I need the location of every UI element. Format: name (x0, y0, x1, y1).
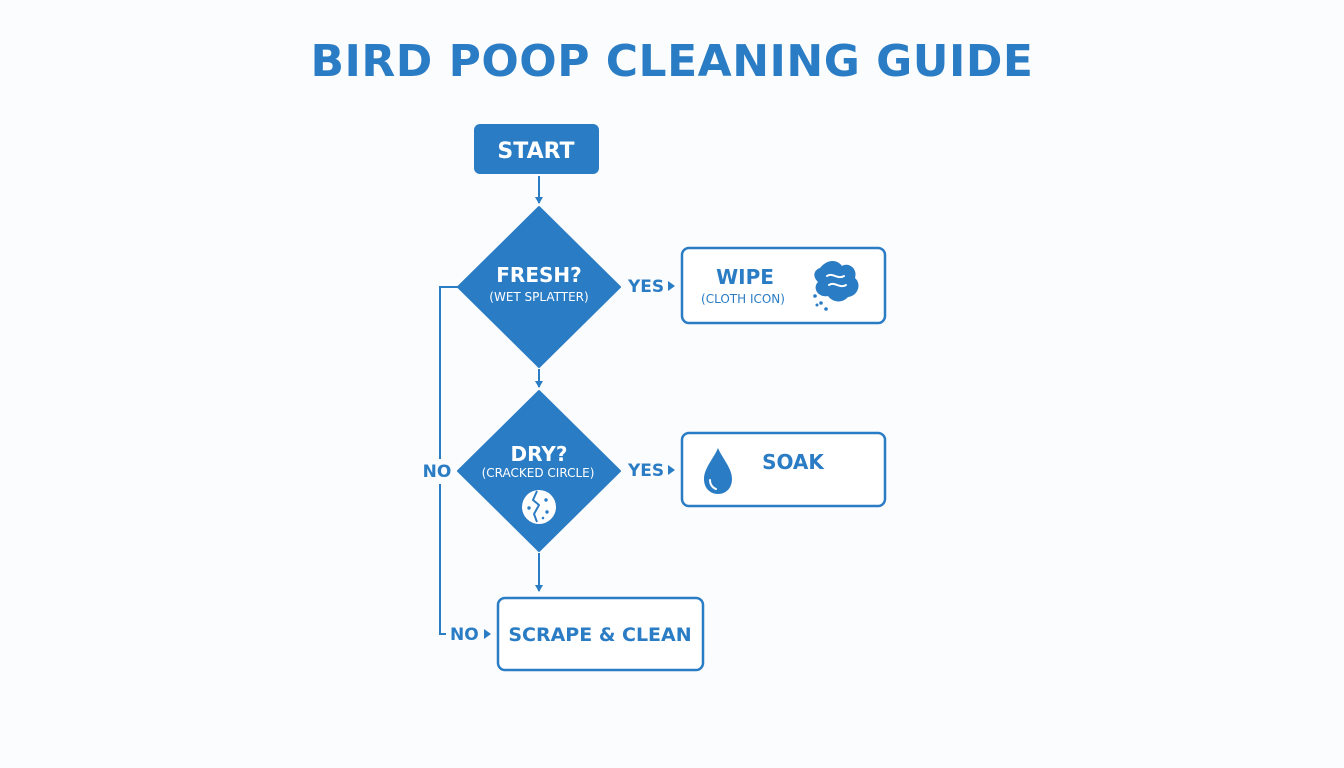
dry-label: DRY? (511, 442, 568, 466)
start-label: START (497, 139, 574, 164)
no-label-bottom: NO (450, 625, 479, 645)
scrape-label: SCRAPE & CLEAN (508, 624, 691, 646)
fresh-sublabel: (WET SPLATTER) (489, 290, 588, 304)
cracked-circle-icon (522, 490, 556, 524)
no-line-lower (439, 484, 446, 635)
start-node: START (474, 124, 599, 174)
no-line-upper (439, 286, 458, 459)
fresh-yes-arrow (668, 281, 675, 291)
no-arrow-bottom (484, 629, 491, 639)
water-drop-icon (704, 448, 732, 494)
cloth-icon (813, 261, 859, 311)
diagram-title: BIRD POOP CLEANING GUIDE (310, 36, 1034, 87)
fresh-yes-label: YES (627, 277, 664, 297)
fresh-label: FRESH? (496, 263, 581, 287)
dry-yes-label: YES (627, 461, 664, 481)
decision-dry: DRY? (CRACKED CIRCLE) (457, 390, 621, 552)
dry-yes-arrow (668, 465, 675, 475)
no-label-left: NO (423, 462, 452, 482)
dry-sublabel: (CRACKED CIRCLE) (482, 466, 595, 480)
wipe-sublabel: (CLOTH ICON) (701, 292, 785, 306)
wipe-label: WIPE (716, 265, 774, 289)
soak-label: SOAK (762, 450, 825, 474)
action-soak: SOAK (680, 431, 887, 508)
action-scrape-clean: SCRAPE & CLEAN (496, 596, 705, 672)
action-wipe: WIPE (CLOTH ICON) (680, 246, 887, 325)
decision-fresh: FRESH? (WET SPLATTER) (457, 206, 621, 368)
